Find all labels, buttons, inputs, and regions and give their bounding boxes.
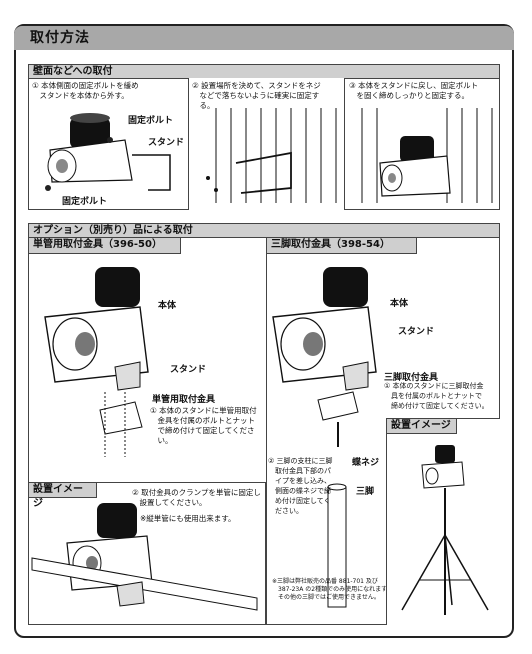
tripod-note: ※三脚は弊社販売の品番 881-701 及び 387-23A の2種類でのみ使用… <box>272 578 392 602</box>
option-divider <box>266 237 267 625</box>
single-step1-text: ① 本体のスタンドに単管用取付 金具を付属のボルトとナット で締め付けて固定して… <box>150 406 257 446</box>
siren-mounted-illustration <box>352 108 497 206</box>
label-fixing-bolt-bottom: 固定ボルト <box>62 194 107 207</box>
label-stand: スタンド <box>148 135 184 148</box>
tripod-install-title: 設置イメージ <box>387 419 457 434</box>
single-label-stand: スタンド <box>170 362 206 375</box>
option-section-header: オプション（別売り）品による取付 <box>28 223 500 238</box>
tripod-step2-text: ② 三脚の支柱に三脚 取付金具下部のパ イプを差し込み、 側面の蝶ネジで締 め付… <box>268 456 333 516</box>
tripod-step1-text: ① 本体のスタンドに三脚取付金 具を付属のボルトとナットで 締め付けて固定してく… <box>384 381 489 411</box>
tripod-install-illustration <box>390 440 498 620</box>
tripod-title: 三脚取付金具（398-54） <box>267 238 417 254</box>
single-install-illustration <box>32 498 262 622</box>
wall-step3-text: ③ 本体をスタンドに戻し、固定ボルト を固く締めしっかりと固定する。 <box>349 81 478 101</box>
tripod-label-body: 本体 <box>390 296 408 309</box>
wall-mount-illustration <box>196 108 341 206</box>
single-label-body: 本体 <box>158 298 176 311</box>
tripod-label-wingscrew: 蝶ネジ <box>352 455 379 468</box>
wall-section-header: 壁面などへの取付 <box>28 64 500 79</box>
single-label-bracket: 単管用取付金具 <box>152 392 215 405</box>
single-install-title: 設置イメージ <box>29 483 97 498</box>
single-pipe-title: 単管用取付金具（396-50） <box>29 238 181 254</box>
tripod-label-stand: スタンド <box>398 324 434 337</box>
page-title: 取付方法 <box>14 26 514 50</box>
label-fixing-bolt-top: 固定ボルト <box>128 113 173 126</box>
wall-step1-text: ① 本体側面の固定ボルトを緩め スタンドを本体から外す。 <box>32 81 139 101</box>
wall-step2-text: ② 設置場所を決めて、スタンドをネジ などで落ちないように確実に固定す る。 <box>192 81 321 111</box>
tripod-label-tripod: 三脚 <box>356 484 374 497</box>
